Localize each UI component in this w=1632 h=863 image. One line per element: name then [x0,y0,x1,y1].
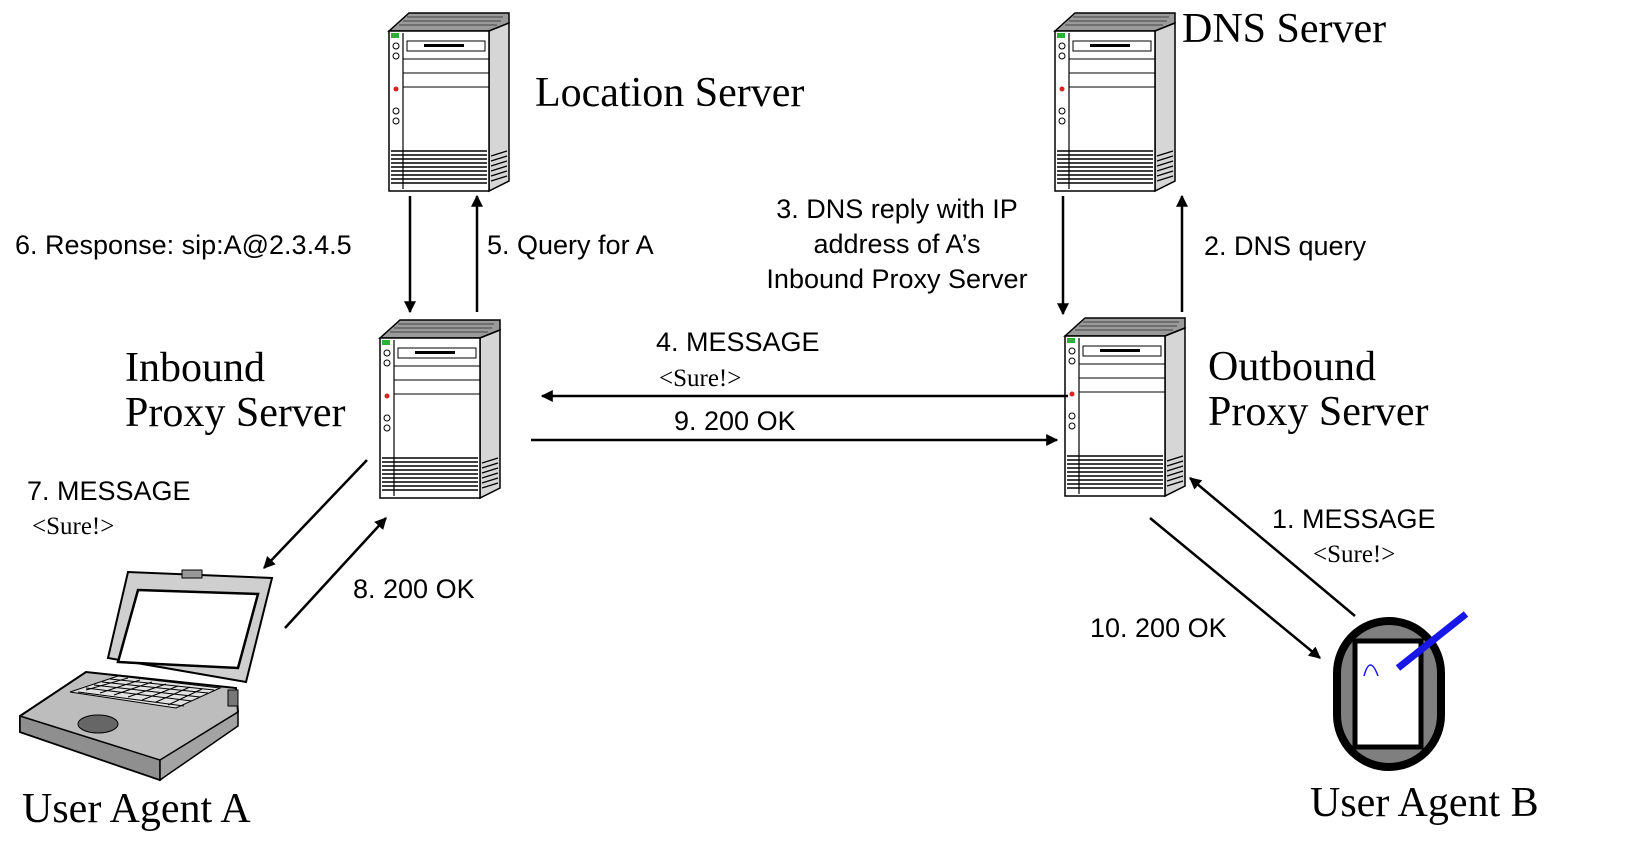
location-server-label: Location Server [535,70,804,116]
label-7-body: <Sure!> [32,513,114,540]
label-10-200-ok: 10. 200 OK [1090,613,1227,643]
pda-tablet-icon [1333,611,1469,771]
dns-server-label: DNS Server [1182,6,1386,52]
label-3-line3: Inbound Proxy Server [766,264,1027,294]
outbound-proxy-server-icon [1064,317,1186,497]
dns-server-icon [1054,12,1176,192]
arrow-1-message [1189,477,1356,617]
laptop-icon [19,569,274,782]
label-8-200-ok: 8. 200 OK [353,574,475,604]
label-7-message: 7. MESSAGE [27,476,191,506]
label-6-response: 6. Response: sip:A@2.3.4.5 [15,230,352,260]
user-agent-b-label: User Agent B [1310,780,1539,826]
outbound-proxy-label-line1: Outbound [1208,344,1376,390]
inbound-proxy-label-line1: Inbound [125,345,265,391]
inbound-proxy-label-line2: Proxy Server [125,390,345,436]
label-4-body: <Sure!> [659,365,741,392]
label-3-line1: 3. DNS reply with IP [776,194,1018,224]
outbound-proxy-label-line2: Proxy Server [1208,389,1428,435]
arrow-10-200-ok [1149,517,1321,659]
arrow-8-200-ok [284,517,387,629]
inbound-proxy-server-icon [379,319,501,499]
arrow-7-message [263,459,368,569]
location-server-icon [388,12,510,192]
label-5-query: 5. Query for A [487,230,654,260]
label-1-body: <Sure!> [1313,541,1395,568]
label-4-message: 4. MESSAGE [656,327,820,357]
label-9-200-ok: 9. 200 OK [674,406,796,436]
label-2-dns-query: 2. DNS query [1204,231,1367,261]
user-agent-a-label: User Agent A [22,786,251,832]
label-1-message: 1. MESSAGE [1272,504,1436,534]
label-3-line2: address of A’s [813,229,980,259]
